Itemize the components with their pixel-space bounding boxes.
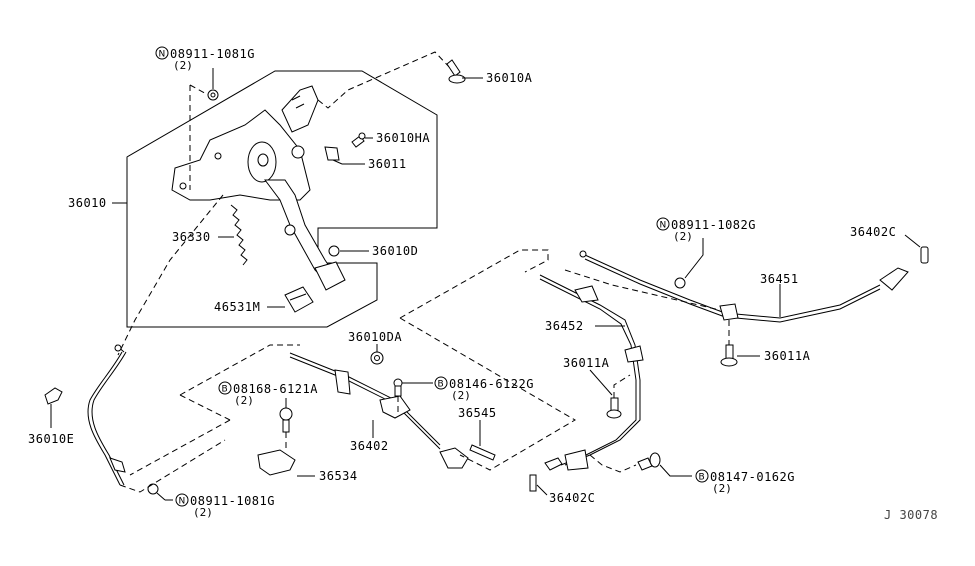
bolt-36010ha-bracket-36011	[324, 132, 373, 165]
pedal-assembly-boundary	[126, 70, 438, 328]
pedal-bracket-part	[171, 85, 319, 201]
label-36011a-right: 36011A	[764, 349, 811, 363]
bolt-36010a	[446, 59, 483, 84]
label-36452: 36452	[545, 319, 584, 333]
pin-36402c-top	[904, 234, 929, 264]
svg-text:08146-6122G: 08146-6122G	[449, 377, 534, 391]
svg-text:(2): (2)	[451, 389, 471, 402]
label-36010ha: 36010HA	[376, 131, 430, 145]
bolt-36011a-right	[720, 320, 760, 367]
svg-text:08911-1081G: 08911-1081G	[170, 47, 255, 61]
nut-08911-1081g-bottom	[147, 483, 173, 501]
diagram-reference-code: J 30078	[884, 508, 938, 522]
bracket-36534	[257, 432, 315, 477]
pedal-pad-part	[284, 286, 314, 313]
label-36011a-left: 36011A	[563, 356, 610, 370]
pedal-arm-part	[264, 179, 346, 291]
label-36010d: 36010D	[372, 244, 418, 258]
label-36010: 36010	[68, 196, 107, 210]
label-36545: 36545	[458, 406, 497, 420]
front-cable-36402	[87, 344, 127, 486]
rear-cable-36451	[579, 250, 909, 323]
label-36402c-top: 36402C	[850, 225, 896, 239]
equalizer-part	[439, 447, 469, 469]
center-cable-segment	[289, 352, 441, 450]
label-36402c-bottom: 36402C	[549, 491, 595, 505]
svg-text:(2): (2)	[234, 394, 254, 407]
bolt-08147-0162g	[589, 452, 692, 477]
label-b-08147-0162g: B 08147-0162G (2)	[695, 469, 795, 495]
svg-text:08147-0162G: 08147-0162G	[710, 470, 795, 484]
svg-text:B: B	[438, 380, 444, 390]
label-n-08911-1082g: N 08911-1082G (2)	[656, 217, 756, 243]
svg-text:N: N	[660, 221, 667, 231]
svg-text:08911-1082G: 08911-1082G	[671, 218, 756, 232]
svg-text:B: B	[222, 385, 228, 395]
label-36010a: 36010A	[486, 71, 533, 85]
label-36010da: 36010DA	[348, 330, 402, 344]
label-36011: 36011	[368, 157, 407, 171]
label-46531m: 46531M	[214, 300, 260, 314]
bolt-36011a-left	[589, 369, 631, 419]
nut-36010da	[370, 344, 384, 365]
label-36330: 36330	[172, 230, 211, 244]
svg-text:08168-6121A: 08168-6121A	[233, 382, 318, 396]
bolt-08168-6121a	[279, 398, 293, 433]
svg-text:B: B	[699, 473, 705, 483]
label-36402: 36402	[350, 439, 389, 453]
bolt-08146-6122g	[393, 378, 433, 415]
return-spring-part	[230, 204, 248, 266]
svg-text:(2): (2)	[193, 506, 213, 519]
svg-text:N: N	[179, 497, 186, 507]
label-36534: 36534	[319, 469, 358, 483]
nut-36010d	[328, 245, 369, 257]
clip-36010e	[44, 387, 63, 428]
svg-text:08911-1081G: 08911-1081G	[190, 494, 275, 508]
nut-08911-1082g	[674, 238, 704, 289]
label-36451: 36451	[760, 272, 799, 286]
svg-text:(2): (2)	[712, 482, 732, 495]
label-n-08911-1081g-bottom: N 08911-1081G (2)	[175, 493, 275, 519]
rear-cable-36452	[539, 274, 644, 471]
pin-36545	[469, 420, 496, 461]
pin-36402c-bottom	[529, 457, 563, 496]
label-n-08911-1081g-top: N 08911-1081G (2)	[155, 46, 255, 72]
svg-text:(2): (2)	[173, 59, 193, 72]
svg-text:N: N	[159, 50, 166, 60]
label-b-08146-6122g: B 08146-6122G (2)	[434, 376, 534, 402]
label-b-08168-6121a: B 08168-6121A (2)	[218, 381, 318, 407]
svg-text:(2): (2)	[673, 230, 693, 243]
label-36010e: 36010E	[28, 432, 74, 446]
nut-08911-1081g-top	[207, 68, 219, 101]
